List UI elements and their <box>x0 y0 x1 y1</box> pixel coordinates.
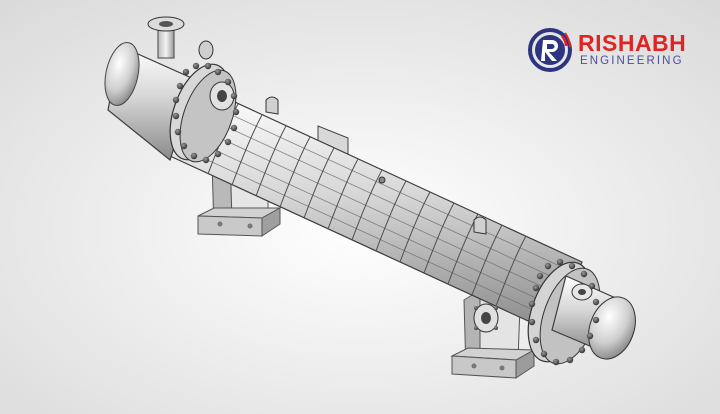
brand-mark-icon <box>528 28 572 72</box>
right-channel-head <box>473 258 636 366</box>
brand-subtitle: ENGINEERING <box>580 55 684 67</box>
right-support-saddle <box>450 289 536 379</box>
brand-logo: RISHABH ENGINEERING <box>528 28 698 72</box>
lifting-lug-left <box>265 96 279 115</box>
left-channel-head <box>104 16 240 164</box>
lifting-lug-right <box>473 216 487 235</box>
brand-name: RISHABH <box>578 30 687 56</box>
